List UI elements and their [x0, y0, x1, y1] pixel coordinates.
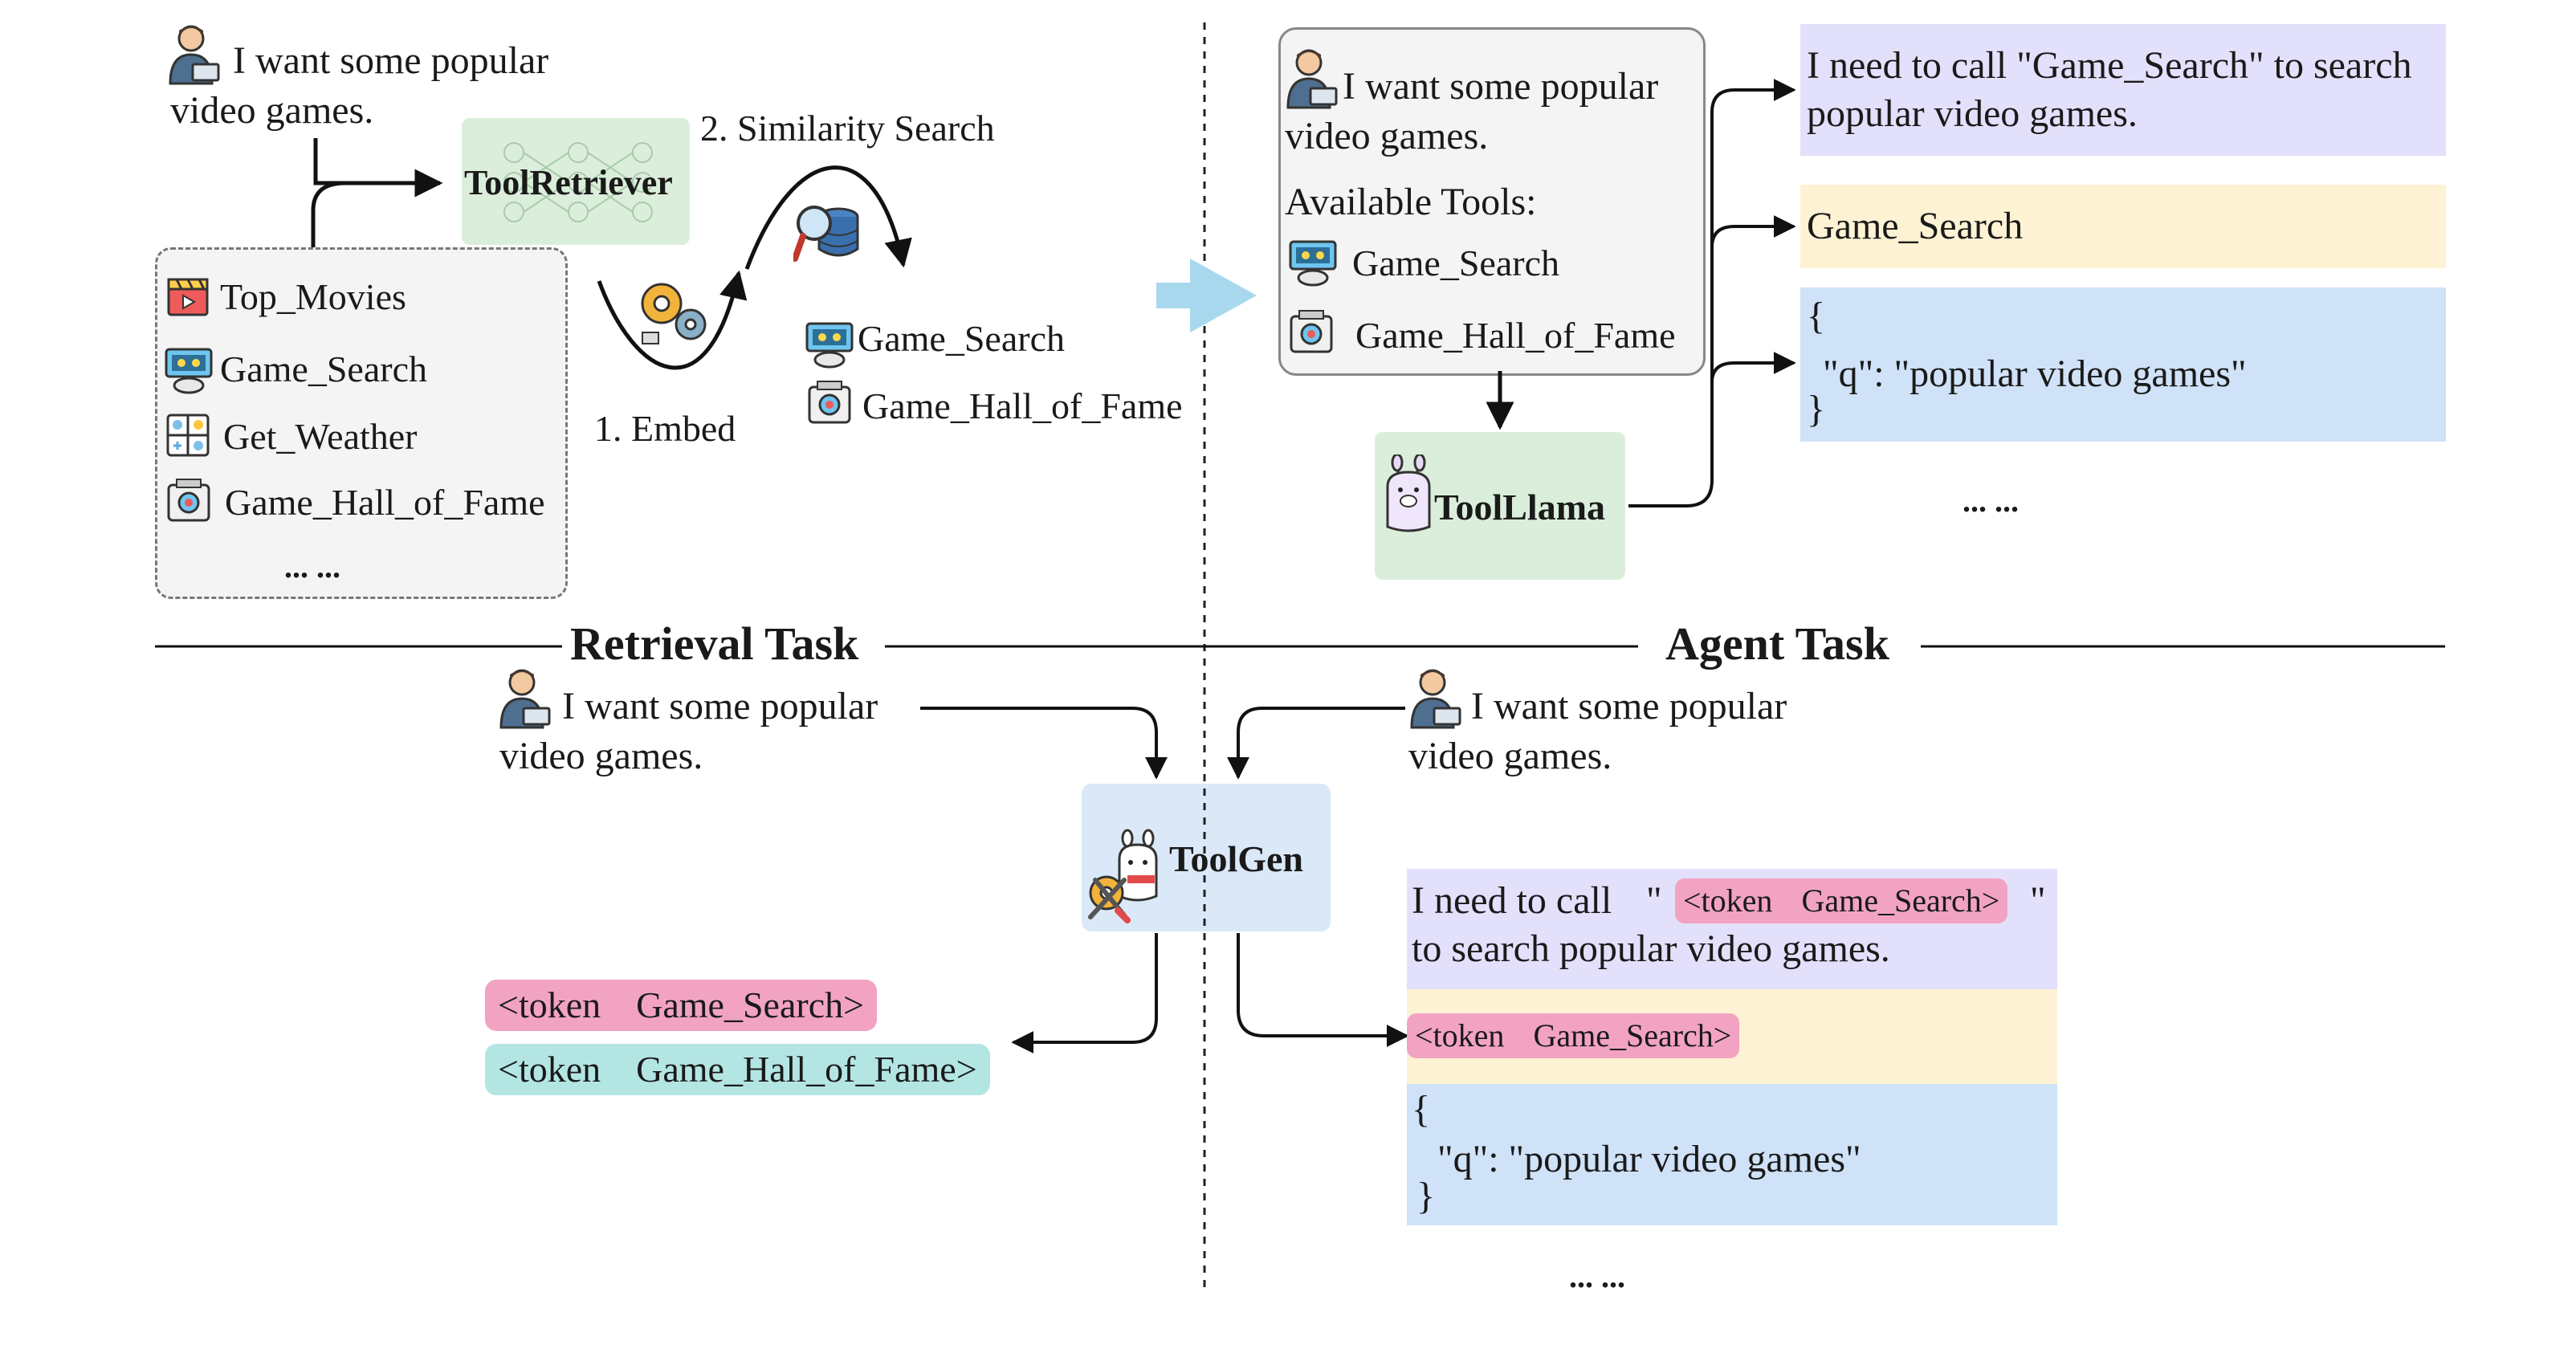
- tool-list-ellipsis: ... ...: [284, 548, 340, 585]
- bottom-args-open: {: [1412, 1088, 1431, 1131]
- right-query-to-toolgen-arrow: [1227, 707, 1405, 780]
- retrieval-query-line2: video games.: [170, 89, 374, 132]
- hall-of-fame-icon: [808, 381, 851, 424]
- user-icon: [1286, 49, 1338, 109]
- user-icon: [169, 25, 220, 85]
- bottom-thought-open-quote: ": [1646, 879, 1662, 922]
- bottom-action-token: <token Game_Search>: [1407, 1013, 1740, 1058]
- tool-list-item-top-movies: Top_Movies: [220, 276, 406, 317]
- top-action-text: Game_Search: [1807, 205, 2024, 247]
- retrieval-query-line1: I want some popular: [233, 39, 549, 82]
- game-controller-icon: [805, 322, 854, 369]
- game-controller-icon: [165, 348, 213, 394]
- toolgen-label: ToolGen: [1169, 838, 1304, 879]
- agent-query-line2: video games.: [1285, 115, 1489, 157]
- toolgen-left-query-line1: I want some popular: [562, 685, 878, 727]
- query-to-retriever-arrow: [313, 138, 443, 198]
- neural-network-icon: [503, 142, 653, 222]
- agent-tool-game-search: Game_Search: [1352, 242, 1559, 283]
- tool-list-item-hall-of-fame: Game_Hall_of_Fame: [225, 482, 545, 523]
- tool-list-box: [155, 247, 568, 599]
- retrieval-result-game-search: Game_Search: [858, 318, 1065, 359]
- bottom-thought-prefix: I need to call: [1412, 879, 1612, 922]
- retrieval-task-title: Retrieval Task: [570, 617, 859, 670]
- bottom-thought-token: <token Game_Search>: [1675, 878, 2008, 923]
- tool-retriever-label: ToolRetriever: [464, 163, 673, 202]
- retrieval-token-game-search: <token Game_Search>: [485, 980, 878, 1031]
- token-prefix: <token: [1415, 1017, 1505, 1054]
- movie-clapper-icon: [167, 278, 209, 316]
- hall-of-fame-icon: [167, 479, 210, 522]
- top-args-box: [1800, 287, 2446, 442]
- embed-label: 1. Embed: [594, 408, 736, 449]
- list-to-retriever-arrow: [311, 181, 346, 247]
- embedding-gears-icon: [641, 283, 707, 344]
- token-name: Game_Search>: [1533, 1017, 1732, 1054]
- token-prefix: <token: [498, 1049, 601, 1090]
- toolgen-to-agent-arrow: [1237, 933, 1409, 1047]
- top-action-box: [1800, 185, 2446, 268]
- agent-task-title: Agent Task: [1665, 617, 1889, 670]
- top-args-close: }: [1807, 388, 1826, 430]
- user-icon: [499, 669, 551, 729]
- bottom-thought-close-quote: ": [2030, 879, 2046, 922]
- top-thought-box: [1800, 24, 2446, 156]
- bottom-args-close: }: [1416, 1175, 1436, 1217]
- token-name: Game_Search>: [636, 984, 865, 1025]
- token-prefix: <token: [1683, 882, 1773, 919]
- similarity-search-label: 2. Similarity Search: [700, 108, 995, 149]
- user-icon: [1410, 669, 1461, 729]
- toolgen-right-query-line1: I want some popular: [1471, 685, 1787, 727]
- token-name: Game_Search>: [1801, 882, 2000, 919]
- top-args-open: {: [1807, 295, 1826, 337]
- llama-with-tools-icon: [1088, 829, 1158, 923]
- toolgen-left-query-line2: video games.: [499, 735, 703, 777]
- toolllama-output-trunk: [1628, 79, 1796, 507]
- similarity-curve: [744, 165, 912, 270]
- left-query-to-toolgen-arrow: [920, 707, 1168, 780]
- bottom-args-box: [1407, 1084, 2057, 1225]
- top-args-body: "q": "popular video games": [1823, 353, 2247, 395]
- agent-prompt-box: [1278, 27, 1706, 376]
- available-tools-label: Available Tools:: [1285, 181, 1537, 223]
- bottom-ellipsis: ... ...: [1569, 1258, 1625, 1294]
- weather-icon: [166, 414, 210, 457]
- token-prefix: <token: [498, 984, 601, 1025]
- tool-list-item-game-search: Game_Search: [220, 348, 427, 389]
- top-thought-text: I need to call "Game_Search" to search p…: [1807, 44, 2412, 135]
- database-search-icon: [793, 206, 859, 262]
- agent-tool-hall-of-fame: Game_Hall_of_Fame: [1355, 315, 1676, 356]
- agent-query-line1: I want some popular: [1343, 65, 1659, 108]
- tool-list-item-get-weather: Get_Weather: [223, 416, 418, 457]
- toolllama-to-action-arrow: [1710, 215, 1796, 251]
- toolgen-right-query-line2: video games.: [1408, 735, 1612, 777]
- retrieval-token-hall-of-fame: <token Game_Hall_of_Fame>: [485, 1044, 990, 1095]
- toolgen-to-tokens-arrow: [1011, 933, 1158, 1054]
- retrieval-result-hall-of-fame: Game_Hall_of_Fame: [862, 385, 1183, 426]
- llama-icon: [1386, 454, 1431, 532]
- hall-of-fame-icon: [1290, 310, 1333, 353]
- transition-arrow: [1156, 259, 1257, 332]
- bottom-thought-suffix: to search popular video games.: [1412, 927, 1890, 970]
- token-name: Game_Hall_of_Fame>: [636, 1049, 977, 1090]
- game-controller-icon: [1289, 240, 1337, 287]
- top-ellipsis: ... ...: [1963, 483, 2019, 519]
- bottom-args-body: "q": "popular video games": [1437, 1138, 1861, 1180]
- toolllama-label: ToolLlama: [1434, 487, 1606, 528]
- embed-curve: [597, 270, 748, 370]
- toolllama-to-args-arrow: [1710, 352, 1796, 385]
